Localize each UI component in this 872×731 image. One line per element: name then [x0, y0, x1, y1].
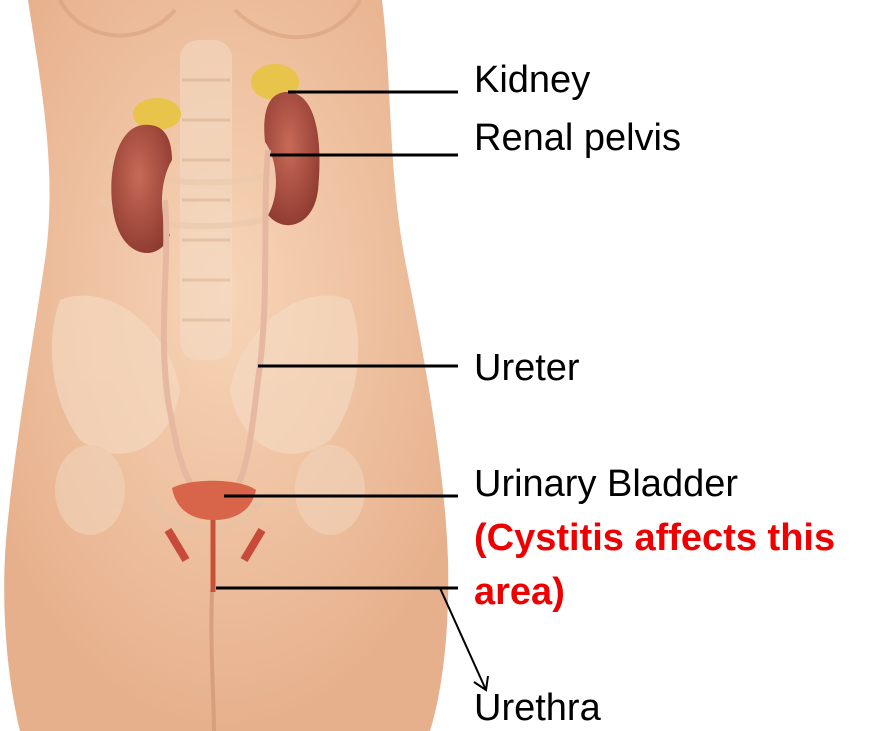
cystitis-note-line1: (Cystitis affects this: [474, 516, 835, 560]
renal-pelvis-label: Renal pelvis: [474, 116, 681, 160]
left-adrenal-gland: [133, 98, 181, 130]
urinary-bladder-label: Urinary Bladder: [474, 462, 738, 506]
urethra-label: Urethra: [474, 686, 601, 730]
cystitis-note-line2: area): [474, 570, 565, 614]
kidney-label: Kidney: [474, 58, 590, 102]
ureter-label: Ureter: [474, 346, 580, 390]
spine: [180, 40, 232, 360]
